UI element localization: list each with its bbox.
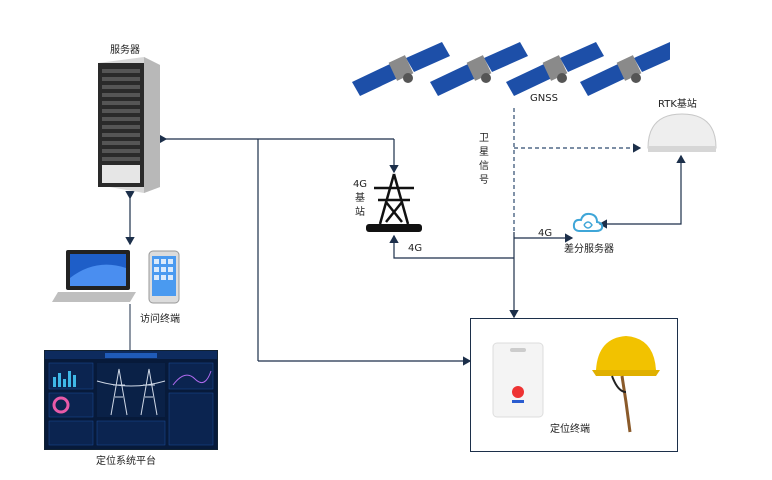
4g-link-line	[389, 234, 514, 259]
cloud-icon	[572, 211, 604, 239]
satellite-group	[350, 40, 678, 100]
platform-label: 定位系统平台	[96, 456, 156, 467]
server-icon	[94, 55, 164, 199]
helmet-icon	[592, 332, 662, 440]
server-label: 服务器	[110, 45, 140, 56]
tracker-icon	[492, 342, 544, 422]
link-4g-left-label: 4G	[408, 243, 423, 254]
rtk-label: RTK基站	[658, 99, 697, 110]
access-terminal-label: 访问终端	[140, 314, 180, 325]
gnss-label: GNSS	[530, 93, 558, 104]
rtk-dome-icon	[646, 110, 718, 158]
diff-to-rtk-line	[604, 154, 686, 225]
link-4g-right-label: 4G	[538, 228, 553, 239]
tower-icon	[366, 172, 422, 240]
satellite-icon	[352, 42, 678, 96]
phone-icon	[148, 250, 180, 308]
satellite-signal-label: 卫 星 信 号	[479, 133, 489, 186]
base-station-label: 4G 基 站	[352, 179, 368, 218]
locator-label: 定位终端	[550, 424, 590, 435]
dashboard-icon	[44, 350, 218, 450]
laptop-icon	[52, 248, 136, 310]
diff-server-label: 差分服务器	[564, 244, 614, 255]
locator-terminal-box	[470, 318, 678, 452]
